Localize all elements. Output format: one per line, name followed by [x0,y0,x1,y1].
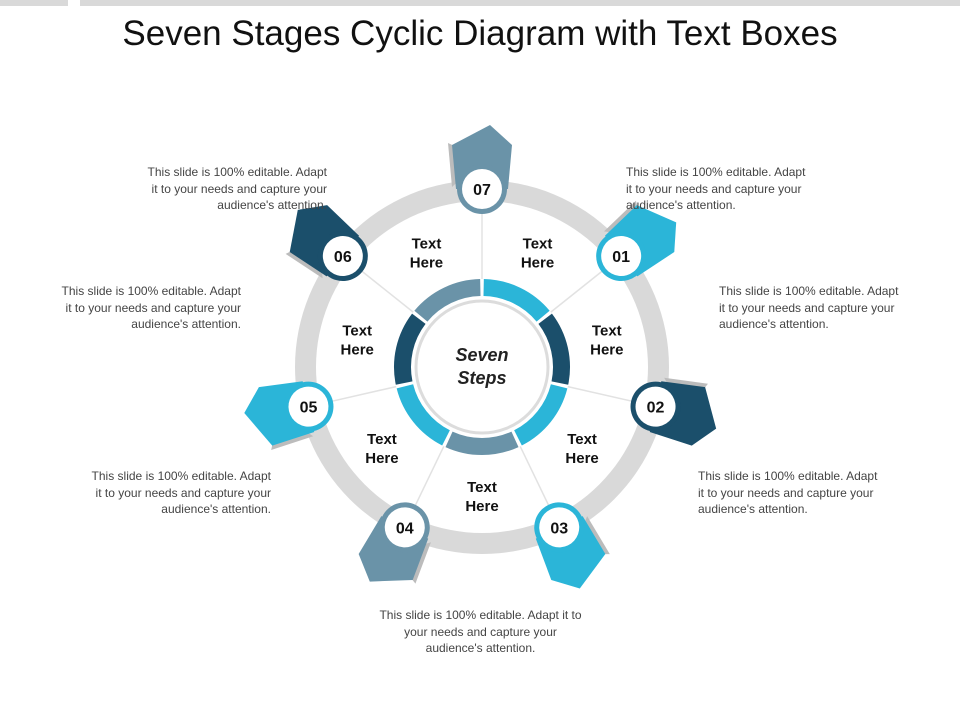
top-stripe-left [0,0,68,6]
sector-label-07-line-1: Text [412,236,442,253]
stage-04-description: This slide is 100% editable. Adapt it to… [379,608,582,655]
sector-label-02-line-1: Text [592,323,622,340]
sector-label-01-line-2: Here [521,255,554,272]
marker-badge [601,236,642,277]
stage-number-02: 02 [647,400,665,417]
stage-number-01: 01 [612,249,630,266]
marker-badge [462,169,502,209]
stage-number-03: 03 [550,520,568,537]
marker-badge [322,236,363,277]
stage-number-05: 05 [300,400,318,417]
sector-label-06-line-1: Text [342,323,372,340]
sector-label-03-line-1: Text [567,431,597,448]
sector-divider [550,262,613,313]
marker-badge [539,507,580,548]
sector-label-01-line-1: Text [523,236,553,253]
inner-arc-02 [538,313,571,385]
stage-marker-05 [244,381,334,450]
center-label-line-1: Seven [455,345,508,365]
sector-label-04-line-2: Here [465,498,498,515]
stage-marker-06 [285,205,368,282]
sector-label-04-line-1: Text [467,479,497,496]
stage-marker-03 [534,502,610,589]
top-stripe-right [80,0,960,6]
stage-marker-04 [358,502,431,584]
sector-label-03-line-2: Here [565,450,598,467]
marker-badge [288,386,329,427]
page-title: Seven Stages Cyclic Diagram with Text Bo… [122,14,838,53]
center-label-line-2: Steps [457,368,506,388]
center-circle [414,299,550,435]
inner-arc-06 [393,313,426,385]
sector-divider [567,385,645,405]
inner-arc-01 [483,279,550,322]
inner-arc-05 [396,384,450,446]
sector-label-05-line-1: Text [367,431,397,448]
inner-arc-03 [514,384,568,446]
sector-label-05-line-2: Here [365,450,398,467]
stage-marker-07 [448,125,512,214]
marker-badge [635,386,676,427]
stage-number-07: 07 [473,182,491,199]
sector-divider [351,262,414,313]
sector-label-06-line-2: Here [341,342,374,359]
stage-number-06: 06 [334,249,352,266]
stage-number-04: 04 [396,520,414,537]
inner-arc-04 [445,431,519,456]
stage-marker-02 [630,377,717,446]
marker-badge [384,507,425,548]
stage-marker-01 [596,200,677,282]
sector-label-02-line-2: Here [590,342,623,359]
inner-arc-07 [414,279,481,322]
sector-label-07-line-2: Here [410,255,443,272]
